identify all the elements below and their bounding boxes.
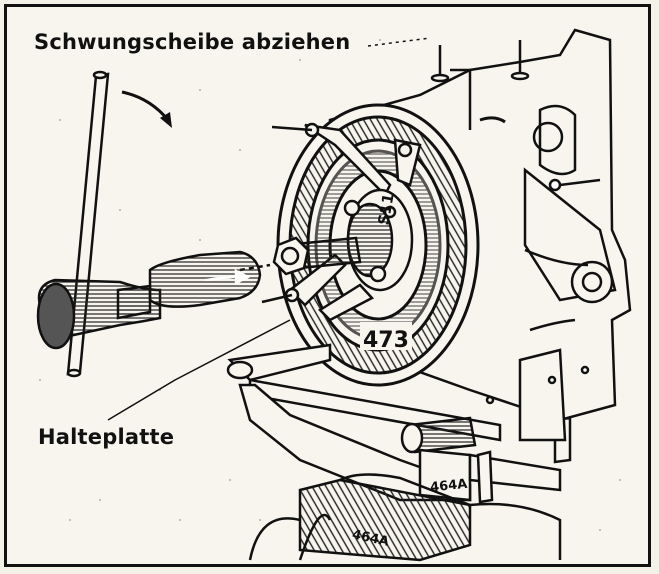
- flywheel-puller: [261, 122, 422, 322]
- flywheel-number: 473: [363, 328, 409, 353]
- illustration-title: Schwungscheibe abziehen: [34, 30, 351, 54]
- part-label-halteplatte: Halteplatte: [38, 425, 175, 449]
- flywheel-number-plate: 473: [360, 322, 412, 353]
- puller-number: S11: [374, 192, 397, 226]
- t-handle-wrench: [36, 70, 262, 378]
- holding-stand: [226, 343, 572, 504]
- part-leader-line: [107, 319, 291, 421]
- puller-spindle: [239, 236, 362, 276]
- rotation-arrow-icon: [121, 90, 172, 128]
- stand-number-upper: 464A: [429, 477, 468, 496]
- vise-base: [248, 473, 562, 562]
- title-leader-line: [367, 37, 431, 47]
